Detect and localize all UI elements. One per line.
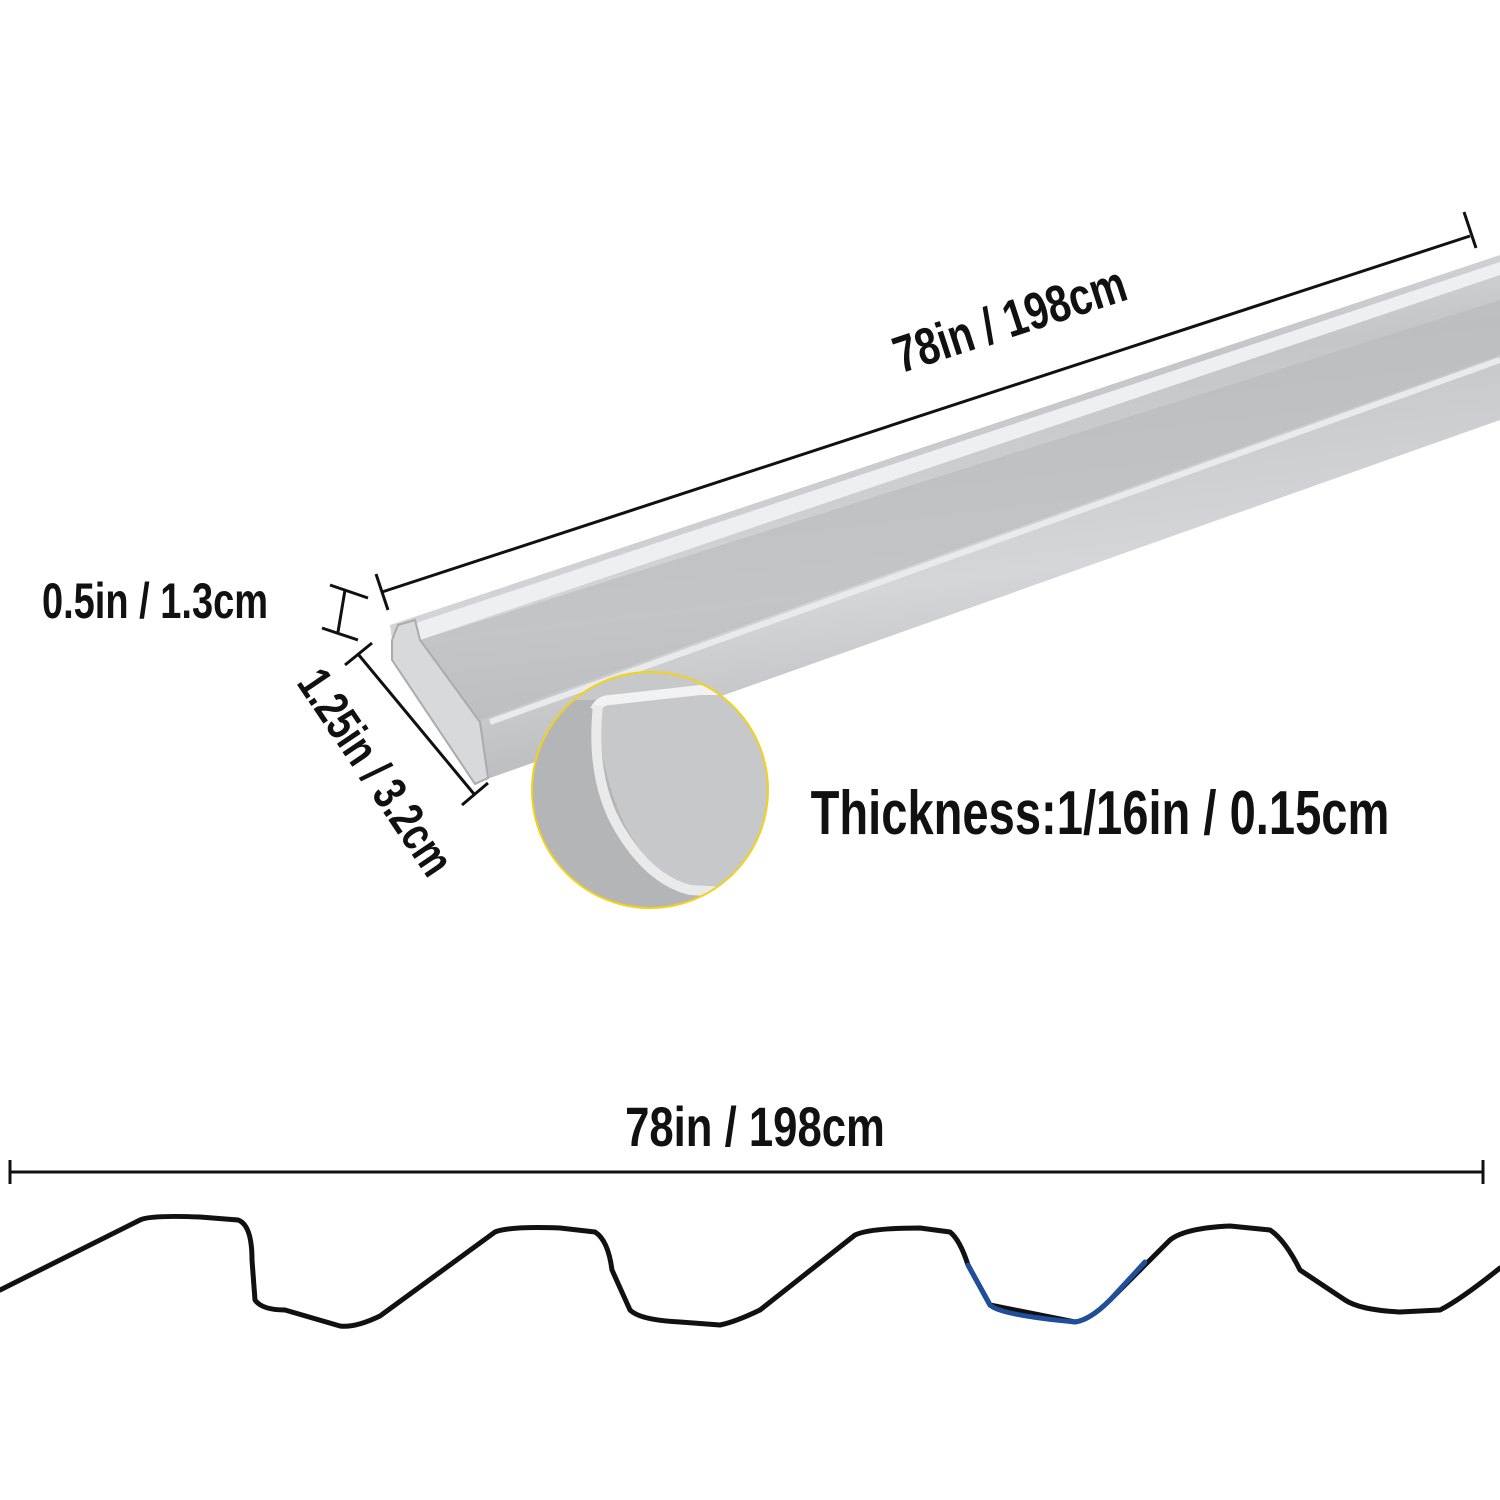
aluminum-rail (390, 255, 1500, 786)
rail-height-dimension-line (321, 583, 369, 642)
wire-length-dimension-line (8, 1160, 1485, 1184)
rail-length-dimension-line (374, 211, 1478, 611)
rail-height-label: 0.5in / 1.3cm (41, 573, 269, 629)
thickness-magnifier (531, 671, 769, 909)
thickness-label: Thickness:1/16in / 0.15cm (810, 779, 1390, 848)
zigzag-wire (0, 1213, 1500, 1329)
rail-width-dimension-line (344, 641, 489, 807)
wire-length-label: 78in / 198cm (625, 1095, 885, 1158)
